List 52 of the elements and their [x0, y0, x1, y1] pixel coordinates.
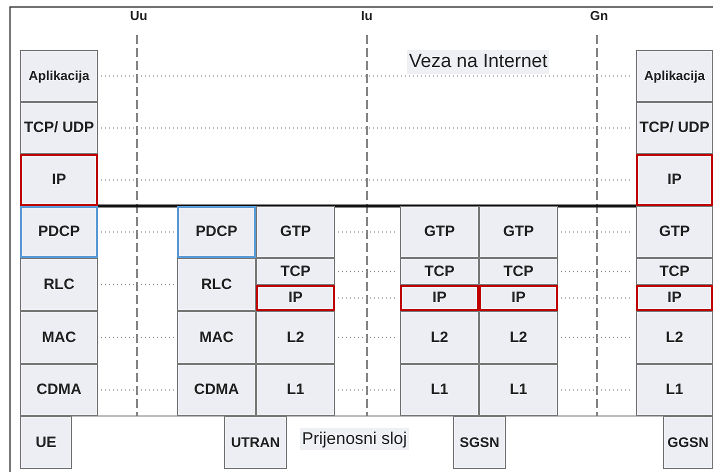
- protocol-layer-box: GTP: [479, 206, 558, 258]
- interface-label: Uu: [130, 8, 148, 23]
- protocol-layer-box: L2: [256, 311, 335, 364]
- peer-link-line: [338, 231, 397, 233]
- network-element-box: UTRAN: [224, 416, 287, 469]
- protocol-layer-box: GTP: [256, 206, 335, 258]
- protocol-layer-box: Aplikacija: [636, 50, 713, 102]
- protocol-layer-box: L1: [479, 364, 558, 416]
- protocol-layer-box: IP: [256, 285, 335, 311]
- protocol-layer-box: RLC: [20, 258, 98, 311]
- protocol-layer-box: MAC: [177, 311, 256, 364]
- protocol-layer-box: IP: [479, 285, 558, 311]
- protocol-layer-box: TCP/ UDP: [20, 102, 98, 154]
- protocol-layer-box: L1: [256, 364, 335, 416]
- peer-link-line: [561, 270, 633, 272]
- protocol-layer-box: L1: [636, 364, 713, 416]
- peer-link-line: [101, 127, 633, 129]
- interface-label: Iu: [361, 8, 373, 23]
- peer-link-line: [101, 179, 633, 181]
- protocol-layer-box: TCP: [479, 258, 558, 285]
- protocol-layer-box: IP: [20, 154, 98, 206]
- peer-link-line: [101, 231, 174, 233]
- peer-link-line: [101, 284, 174, 286]
- protocol-layer-box: TCP/ UDP: [636, 102, 713, 154]
- protocol-layer-box: L1: [400, 364, 479, 416]
- protocol-layer-box: TCP: [256, 258, 335, 285]
- network-element-box: SGSN: [453, 416, 506, 469]
- protocol-layer-box: Aplikacija: [20, 50, 98, 102]
- protocol-layer-box: PDCP: [177, 206, 256, 258]
- protocol-layer-box: L2: [636, 311, 713, 364]
- protocol-layer-box: GTP: [400, 206, 479, 258]
- protocol-layer-box: TCP: [400, 258, 479, 285]
- protocol-layer-box: TCP: [636, 258, 713, 285]
- peer-link-line: [561, 231, 633, 233]
- network-element-box: UE: [20, 416, 72, 469]
- protocol-layer-box: GTP: [636, 206, 713, 258]
- network-element-box: GGSN: [663, 416, 713, 469]
- section-label: Prijenosni sloj: [300, 428, 409, 450]
- peer-link-line: [338, 270, 397, 272]
- protocol-layer-box: IP: [636, 285, 713, 311]
- protocol-layer-box: CDMA: [177, 364, 256, 416]
- section-label: Veza na Internet: [407, 50, 550, 74]
- protocol-layer-box: L2: [479, 311, 558, 364]
- protocol-layer-box: IP: [400, 285, 479, 311]
- protocol-layer-box: CDMA: [20, 364, 98, 416]
- peer-link-line: [101, 75, 633, 77]
- protocol-layer-box: RLC: [177, 258, 256, 311]
- protocol-layer-box: L2: [400, 311, 479, 364]
- protocol-layer-box: MAC: [20, 311, 98, 364]
- protocol-layer-box: IP: [636, 154, 713, 206]
- protocol-layer-box: PDCP: [20, 206, 98, 258]
- interface-label: Gn: [590, 8, 608, 23]
